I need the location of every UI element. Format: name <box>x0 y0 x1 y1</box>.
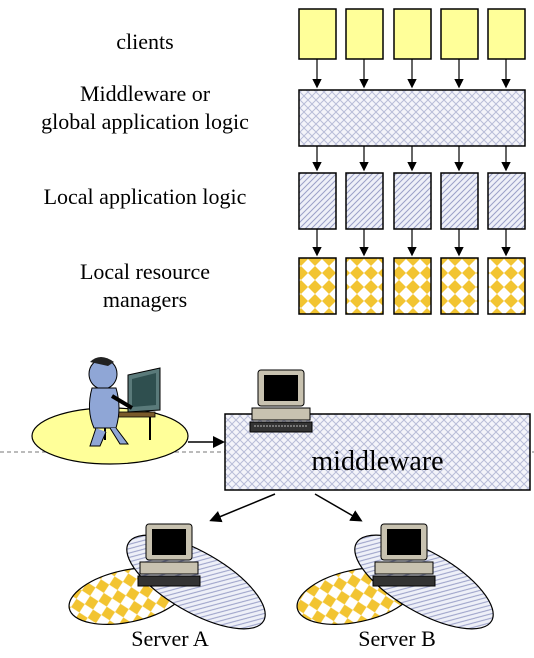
server-a-label: Server A <box>131 626 209 651</box>
arrow-to-server-a <box>209 493 276 523</box>
middleware-computer-icon <box>249 369 313 433</box>
resource-manager-box <box>440 257 479 315</box>
arrows-local-app-to-resource <box>312 229 511 257</box>
local-app-box <box>440 172 479 230</box>
resource-manager-box <box>345 257 384 315</box>
client-boxes <box>298 8 526 60</box>
middleware-box-label: middleware <box>311 446 444 477</box>
middleware-bar <box>298 89 526 147</box>
server-a-group <box>68 523 266 630</box>
resource-manager-boxes <box>298 257 526 315</box>
user-at-computer-icon <box>88 357 161 447</box>
resource-manager-box <box>298 257 337 315</box>
local-app-label: Local application logic <box>43 184 247 209</box>
resource-label-line1: Local resource <box>79 259 211 284</box>
client-box <box>440 8 479 60</box>
resource-manager-box <box>393 257 432 315</box>
local-app-box <box>298 172 337 230</box>
arrows-clients-to-middleware <box>312 59 511 89</box>
middleware-stack-label: Middleware or global application logic <box>0 80 290 135</box>
resource-label-line2: managers <box>102 286 188 312</box>
arrows-middleware-to-local-app <box>312 146 511 172</box>
middleware-label-line1: Middleware or <box>79 81 211 106</box>
local-app-box <box>345 172 384 230</box>
client-box <box>487 8 526 60</box>
server-b-computer-icon <box>372 523 436 587</box>
local-app-box <box>487 172 526 230</box>
client-box <box>298 8 337 60</box>
server-b-group <box>296 523 494 630</box>
resource-managers-label: Local resource managers <box>0 258 290 313</box>
clients-label: clients <box>116 29 174 54</box>
client-box <box>393 8 432 60</box>
local-app-boxes <box>298 172 526 230</box>
local-app-box <box>393 172 432 230</box>
arrow-to-server-b <box>314 493 363 522</box>
resource-manager-box <box>487 257 526 315</box>
client-box <box>345 8 384 60</box>
server-b-label: Server B <box>358 626 436 651</box>
middleware-label-line2: global application logic <box>41 108 249 134</box>
server-a-computer-icon <box>137 523 201 587</box>
